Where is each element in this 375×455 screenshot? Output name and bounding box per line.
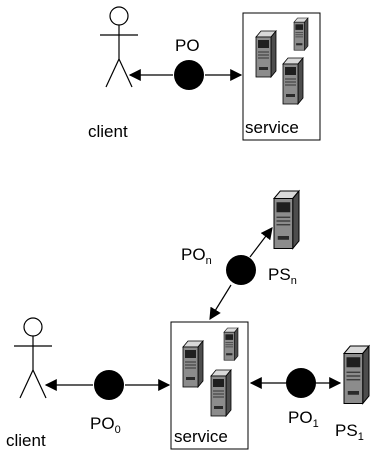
po-endpoint-icon bbox=[174, 60, 204, 90]
arrow-to-psn bbox=[249, 227, 273, 258]
server-icon bbox=[223, 327, 239, 361]
po-label: PO bbox=[175, 36, 200, 55]
bottom-diagram: client PO0 service PO1 PS1 POn PSn bbox=[6, 190, 370, 450]
service-label: service bbox=[245, 118, 299, 137]
ps1-server-icon bbox=[343, 345, 370, 405]
server-icon bbox=[210, 369, 232, 417]
po0-endpoint-icon bbox=[94, 370, 124, 400]
psn-label: PSn bbox=[268, 265, 297, 287]
psn-server-icon bbox=[273, 190, 300, 250]
server-icon bbox=[282, 57, 304, 105]
client-actor-icon bbox=[13, 317, 53, 399]
top-diagram: client PO service bbox=[88, 6, 321, 141]
ps1-label: PS1 bbox=[335, 421, 364, 443]
client-label: client bbox=[6, 431, 46, 450]
server-icon bbox=[293, 17, 309, 51]
pon-endpoint-icon bbox=[226, 255, 256, 285]
server-icon bbox=[182, 340, 204, 388]
po1-endpoint-icon bbox=[286, 368, 316, 398]
server-icon bbox=[255, 30, 277, 78]
pon-label: POn bbox=[181, 245, 212, 267]
client-label: client bbox=[88, 122, 128, 141]
service-label: service bbox=[174, 427, 228, 446]
po1-label: PO1 bbox=[288, 408, 319, 430]
po0-label: PO0 bbox=[90, 414, 121, 436]
arrow-to-service bbox=[209, 284, 232, 321]
